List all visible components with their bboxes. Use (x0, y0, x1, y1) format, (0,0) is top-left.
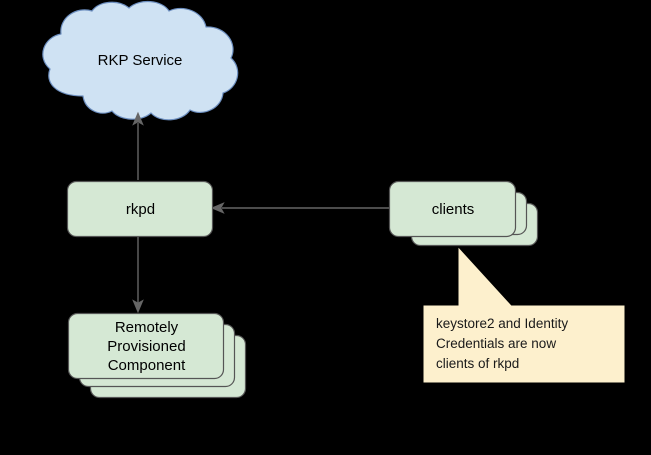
note-line-1: keystore2 and Identity (436, 316, 569, 331)
edge-rkpd-to-remotely-provisioned-component[interactable] (132, 237, 144, 314)
note-tail (458, 247, 514, 308)
note-clients-text: keystore2 and Identity Credentials are n… (436, 314, 621, 374)
node-rkp-service-shape[interactable] (42, 1, 239, 121)
note-line-2: Credentials are now (436, 336, 557, 351)
rpc-stack-front (67, 312, 225, 380)
note-line-3: clients of rkpd (436, 356, 520, 371)
node-clients-shape[interactable] (388, 180, 539, 247)
edge-rkpd-to-rkp-service[interactable] (132, 111, 144, 180)
clients-stack-front (388, 180, 517, 238)
note-body (423, 305, 625, 383)
note-clients-shape[interactable] (423, 247, 625, 383)
edge-clients-to-rkpd[interactable] (210, 202, 389, 214)
node-remotely-provisioned-component-shape[interactable] (67, 312, 247, 399)
node-rkpd-shape[interactable] (66, 180, 214, 238)
